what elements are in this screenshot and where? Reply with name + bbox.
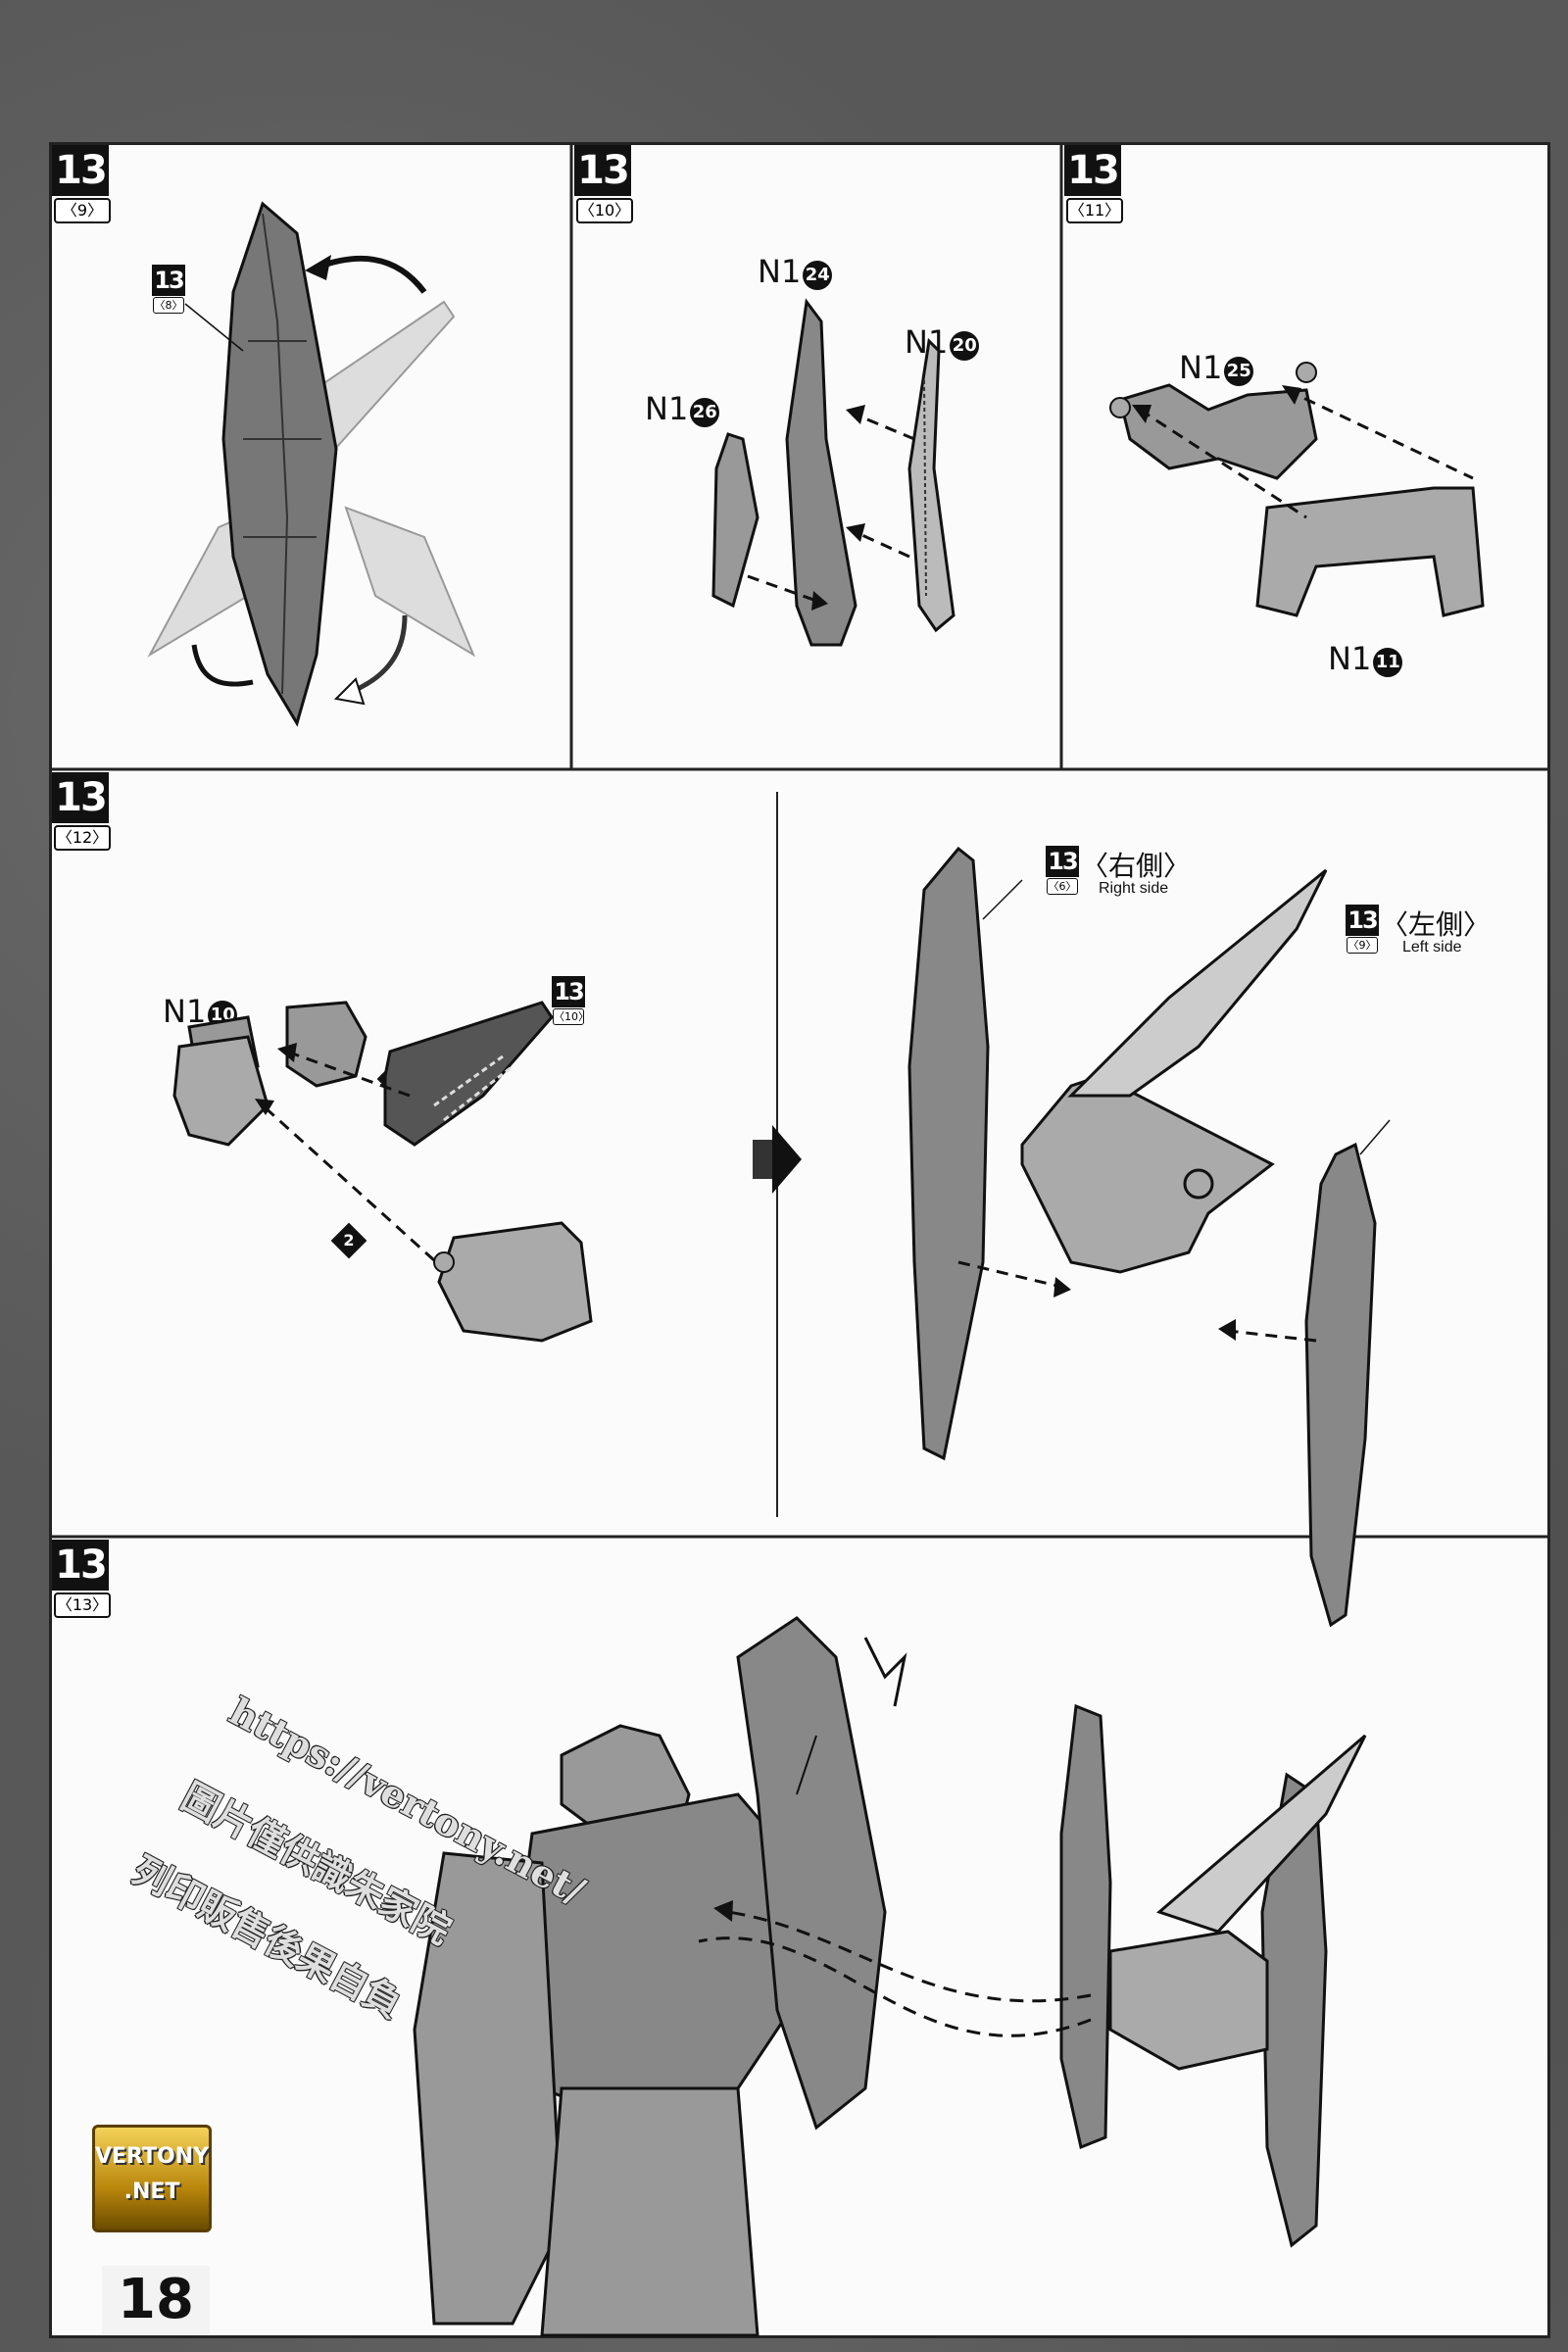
step-number: 13	[52, 772, 109, 823]
step-10-illustration	[711, 298, 956, 647]
part-runner: N1	[645, 390, 689, 427]
part-number: 26	[690, 398, 720, 427]
logo-line-2: .NET	[123, 2180, 180, 2204]
ref-number: 13	[1046, 846, 1079, 877]
step-substep: 〈12〉	[54, 825, 111, 851]
ref-substep: 〈6〉	[1047, 878, 1078, 895]
step-number: 13	[52, 145, 109, 196]
proceed-arrow-icon	[753, 1125, 802, 1194]
step-substep: 〈9〉	[54, 198, 111, 223]
ref-substep: 〈9〉	[1347, 937, 1378, 954]
part-runner: N1	[1179, 349, 1223, 386]
part-runner: N1	[163, 993, 207, 1030]
step-11-illustration	[1109, 362, 1485, 617]
step-badge-13-10: 13 〈10〉	[574, 145, 633, 223]
step-substep: 〈11〉	[1066, 198, 1123, 223]
reference-badge-13-9-left: 13 〈9〉	[1346, 905, 1379, 956]
reference-badge-13-8: 13 〈8〉	[152, 265, 185, 316]
ref-number: 13	[552, 976, 585, 1007]
logo-line-1: VERTONY	[95, 2144, 210, 2169]
right-side-label-jp: 〈右側〉	[1081, 850, 1192, 882]
step-number: 13	[1064, 145, 1121, 196]
step-badge-13-13: 13 〈13〉	[52, 1540, 111, 1618]
ref-substep: 〈10〉	[553, 1008, 589, 1025]
page-number: 18	[102, 2266, 210, 2334]
ref-number: 13	[152, 265, 185, 296]
step-13-illustration	[413, 1616, 1367, 2337]
reference-badge-13-10: 13 〈10〉	[552, 976, 589, 1027]
step-badge-13-11: 13 〈11〉	[1064, 145, 1123, 223]
step-number: 13	[52, 1540, 109, 1591]
part-number: 25	[1224, 357, 1254, 386]
part-runner: N1	[1328, 640, 1372, 677]
step-number: 13	[574, 145, 631, 196]
step-9-illustration	[147, 201, 476, 727]
part-number: 24	[803, 261, 833, 290]
left-side-label-jp: 〈左側〉	[1381, 908, 1492, 941]
part-runner: N1	[758, 253, 802, 290]
ref-number: 13	[1346, 905, 1379, 936]
step-12-right-illustration	[907, 846, 1391, 1628]
part-number: 11	[1373, 648, 1403, 677]
step-badge-13-12: 13 〈12〉	[52, 772, 111, 851]
right-side-label-en: Right side	[1099, 880, 1169, 897]
left-side-label-en: Left side	[1402, 939, 1462, 956]
vertony-logo: VERTONY .NET	[92, 2125, 212, 2232]
step-12-left-illustration	[172, 1001, 593, 1343]
step-badge-13-9: 13 〈9〉	[52, 145, 111, 223]
step-substep: 〈10〉	[576, 198, 633, 223]
ref-substep: 〈8〉	[153, 297, 184, 314]
reference-badge-13-6-right: 13 〈6〉	[1046, 846, 1079, 897]
step-substep: 〈13〉	[54, 1592, 111, 1618]
part-number: 20	[950, 331, 980, 361]
panel-grid	[52, 145, 1547, 1539]
